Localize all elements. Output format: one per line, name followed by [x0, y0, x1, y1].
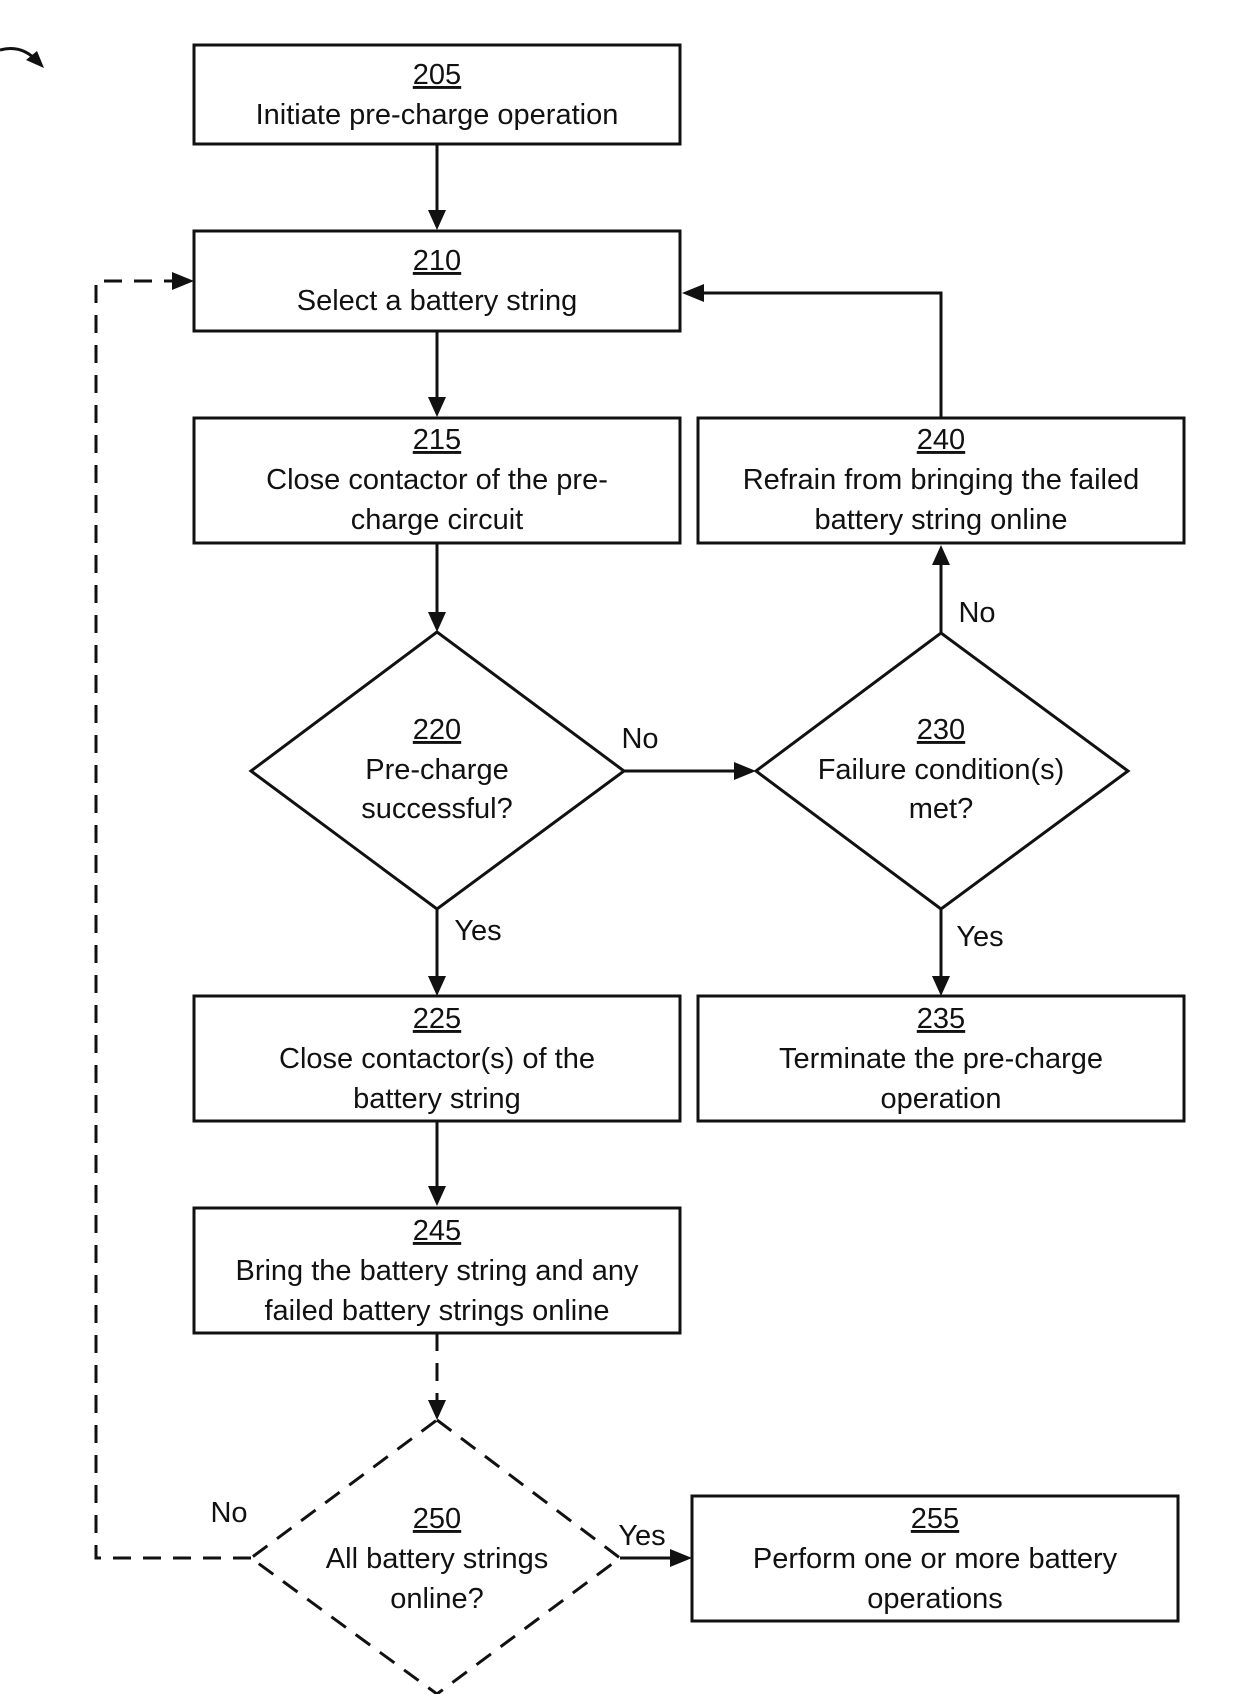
node-255-label-line2: operations: [867, 1583, 1002, 1615]
arrowhead: [734, 762, 756, 780]
arrowhead: [428, 397, 446, 417]
arrowhead: [172, 272, 194, 290]
arrowhead: [428, 210, 446, 230]
edge-250-no-label: No: [210, 1497, 247, 1529]
node-235-label-line2: operation: [881, 1083, 1002, 1115]
node-210-number: 210: [413, 245, 461, 277]
node-215-label-line2: charge circuit: [351, 504, 523, 536]
edge-250-yes-label: Yes: [618, 1520, 665, 1552]
node-220-label-line1: Pre-charge: [365, 754, 508, 786]
node-240-label-line1: Refrain from bringing the failed: [743, 464, 1140, 496]
node-205-number: 205: [413, 59, 461, 91]
arrowhead: [682, 284, 704, 302]
edge-220-yes-label: Yes: [454, 915, 501, 947]
node-250-number: 250: [413, 1503, 461, 1535]
arrowhead: [428, 1186, 446, 1206]
node-235-label-line1: Terminate the pre-charge: [779, 1043, 1103, 1075]
edge-240-210: [704, 293, 941, 417]
node-245-number: 245: [413, 1215, 461, 1247]
node-245-label-line2: failed battery strings online: [265, 1295, 610, 1327]
node-230-label-line1: Failure condition(s): [818, 754, 1065, 786]
node-235-number: 235: [917, 1003, 965, 1035]
node-225-label-line1: Close contactor(s) of the: [279, 1043, 595, 1075]
arrowhead: [428, 1400, 446, 1420]
node-255-label-line1: Perform one or more battery: [753, 1543, 1118, 1575]
node-225-label-line2: battery string: [353, 1083, 521, 1115]
node-230-label-line2: met?: [909, 793, 973, 825]
node-225-number: 225: [413, 1003, 461, 1035]
node-215-label-line1: Close contactor of the pre-: [266, 464, 608, 496]
arrowhead: [670, 1549, 692, 1567]
arrowhead: [932, 976, 950, 996]
node-240-label-line2: battery string online: [814, 504, 1067, 536]
edge-230-yes-label: Yes: [956, 921, 1003, 953]
node-255-number: 255: [911, 1503, 959, 1535]
node-240-number: 240: [917, 424, 965, 456]
node-210-label: Select a battery string: [297, 285, 577, 317]
edge-220-no-label: No: [621, 723, 658, 755]
node-220-number: 220: [413, 714, 461, 746]
node-205-label: Initiate pre-charge operation: [256, 99, 619, 131]
arrowhead: [932, 545, 950, 565]
node-250-label-line1: All battery strings: [326, 1543, 548, 1575]
arrowhead: [428, 976, 446, 996]
node-220-label-line2: successful?: [361, 793, 513, 825]
node-215-number: 215: [413, 424, 461, 456]
arrowhead: [428, 612, 446, 632]
edge-230-no-label: No: [958, 597, 995, 629]
node-250-label-line2: online?: [390, 1583, 484, 1615]
node-230-number: 230: [917, 714, 965, 746]
node-245-label-line1: Bring the battery string and any: [235, 1255, 639, 1287]
